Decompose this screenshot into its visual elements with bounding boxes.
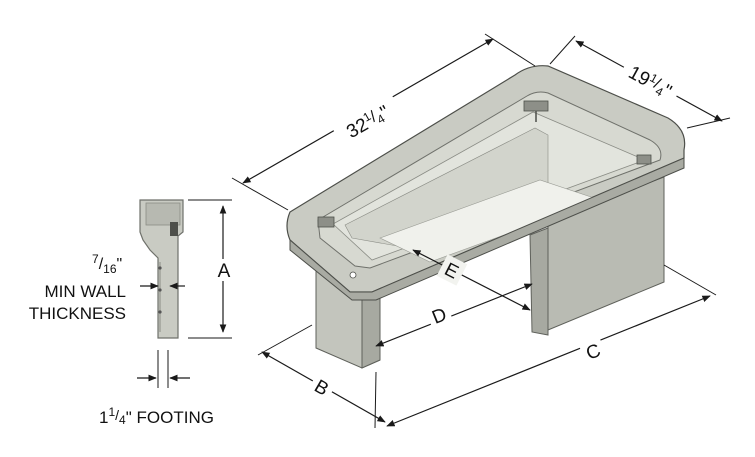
footing-dimension: 11/4" FOOTING xyxy=(99,350,214,427)
footing-num: 1 xyxy=(108,405,115,419)
dimension-c: C xyxy=(386,264,717,427)
footing-text: FOOTING xyxy=(132,408,214,427)
wall-frac-num: 7 xyxy=(92,252,99,266)
dimension-b: B xyxy=(257,324,386,429)
dimension-a: A xyxy=(188,199,234,339)
wall-profile xyxy=(139,199,184,339)
footing-den: 4 xyxy=(119,413,126,427)
wall-fraction: 7/16" xyxy=(92,252,122,276)
wall-label-line1: MIN WALL xyxy=(44,282,126,301)
footing-label: 11/4" FOOTING xyxy=(99,405,214,427)
meter-box: ​ xyxy=(286,65,686,369)
dim-a-label: A xyxy=(218,261,231,282)
wall-frac-den: 16 xyxy=(103,262,117,276)
footing-unit: " xyxy=(126,408,132,427)
dimension-width: 191/4" xyxy=(549,35,731,129)
wall-label-line2: THICKNESS xyxy=(29,304,126,323)
wall-frac-unit: " xyxy=(117,256,123,273)
dimension-length: 321/4" xyxy=(231,33,536,211)
footing-whole: 1 xyxy=(99,408,108,427)
wall-thickness-callout: 7/16" MIN WALL THICKNESS xyxy=(29,252,185,323)
dimension-d: D xyxy=(375,283,533,347)
